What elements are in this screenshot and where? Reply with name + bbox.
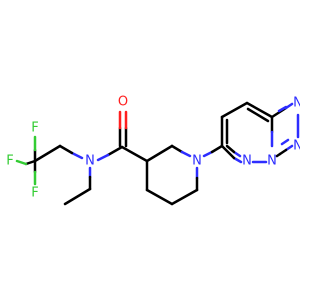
bond-ethyl-ch3 (63, 187, 92, 206)
atom-n-triazole-a: N (293, 96, 300, 111)
bond-pip-c6-c5 (170, 188, 199, 206)
bond-pyr-c4-c3-double (246, 107, 270, 123)
bond-cf3-left-c (24, 159, 37, 166)
atom-n-amide: N (85, 154, 95, 169)
bond-n-pyrid-n (202, 150, 214, 158)
bond-carbonyl-ring (120, 145, 149, 163)
atom-n-pyridazine: N (242, 154, 252, 169)
atom-layer: O N N N N N N F F F (6, 95, 300, 201)
atom-f-bottom: F (31, 186, 38, 201)
atom-f-left: F (6, 154, 13, 169)
bond-tri-c-n-double (277, 105, 288, 113)
bond-pyr-n-c-n (232, 156, 243, 164)
bond-n-pyrid (210, 144, 224, 154)
bond-tri-n-c-double-n (280, 138, 290, 146)
atom-f-top: F (31, 121, 38, 136)
bond-tri-c-nbridge (275, 152, 282, 158)
bond-n-ch2 (58, 144, 74, 155)
bond-n-ch2-n (70, 151, 84, 160)
bond-pip-c2-n (180, 150, 192, 158)
bond-pip-c2-n-c (170, 144, 184, 154)
bond-pip-c3-c2 (145, 144, 174, 163)
bond-pip-c5-c4 (145, 188, 174, 206)
bond-cf3-left-f (15, 159, 28, 166)
atom-n-bridge: N (267, 154, 277, 169)
bond-pyr-n-c-double (225, 144, 236, 154)
bond-pyr-c4-c3 (245, 101, 274, 119)
bond-ch2-cf3 (33, 144, 62, 163)
bond-amide-n (96, 153, 110, 162)
bond-pyr-n-c (220, 144, 236, 160)
molecule-structure: O N N N N N N F F F (6, 95, 300, 206)
bond-layer (15, 101, 300, 206)
atom-o-carbonyl: O (118, 95, 128, 110)
atom-n-triazole-b: N (293, 139, 300, 154)
bond-pyr-c5-c4 (220, 101, 249, 119)
atom-n-piperidine: N (192, 154, 202, 169)
bond-amide-c (106, 145, 124, 157)
